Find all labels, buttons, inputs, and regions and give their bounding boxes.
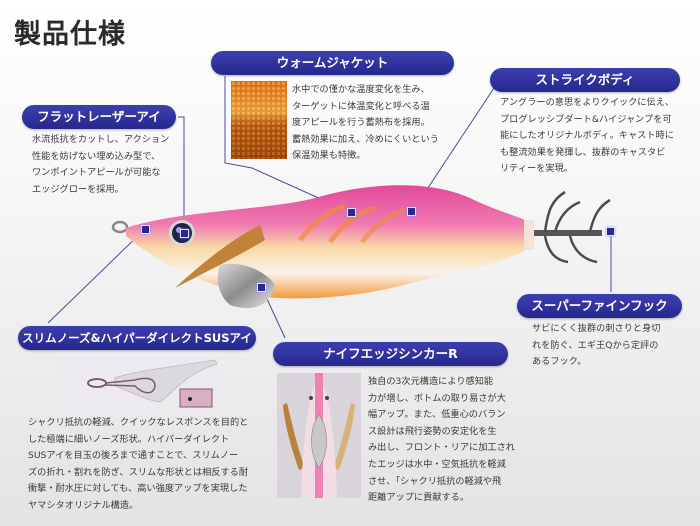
flat-laser-eye-description: 水流抵抗をカットし、アクション 性能を妨げない埋め込み型で、 ワンポイントアピー… (32, 134, 170, 195)
marker-knife-edge-sinker (257, 283, 266, 292)
slim-nose-description: シャクリ抵抗の軽減、クイックなレスポンスを目的と した極端に細いノーズ形状。ハイ… (28, 417, 249, 511)
marker-super-fine-hook (606, 227, 615, 236)
marker-flat-laser-eye (180, 229, 189, 238)
warm-jacket-fabric-image (231, 81, 287, 159)
knife-edge-sinker-label: ナイフエッジシンカーR (273, 342, 508, 366)
warm-jacket-description: 水中での僅かな温度変化を生み、 ターゲットに体温変化と呼べる温 度アピールを行う… (292, 84, 439, 162)
slim-nose-image (55, 356, 220, 409)
super-fine-hook-label: スーパーファインフック (517, 294, 682, 318)
lure-illustration (111, 185, 611, 309)
marker-warm-jacket (347, 208, 356, 217)
slim-nose-label: スリムノーズ&ハイパーダイレクトSUSアイ (18, 326, 256, 350)
flat-laser-eye-label: フラットレーザーアイ (22, 105, 176, 129)
warm-jacket-label: ウォームジャケット (211, 51, 454, 75)
super-fine-hook-description: サビにくく抜群の刺さりと身切 れを防ぐ、エギ王Qから定評の あるフック。 (532, 323, 661, 368)
marker-strike-body (407, 207, 416, 216)
strike-body-label: ストライクボディ (490, 68, 680, 92)
page-title: 製品仕様 (14, 19, 126, 50)
strike-body-description: アングラーの意思をよりクイックに伝え、 プログレッシブダート&ハイジャンプを可 … (500, 97, 675, 175)
knife-edge-sinker-description: 独自の3次元構造により感知能 力が増し、ボトムの取り易さが大 幅アップ。また、低… (368, 376, 515, 504)
marker-slim-nose (141, 225, 150, 234)
knife-edge-sinker-image (277, 373, 361, 498)
